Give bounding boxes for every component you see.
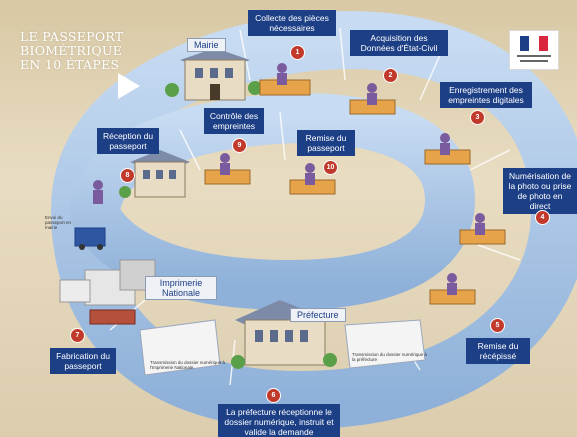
step-5-label: Remise du récépissé: [466, 338, 530, 364]
segment-divider: [179, 129, 201, 171]
step-5-badge: 5: [490, 318, 505, 333]
doc-caption-left: Transmission du dossier numérique à l'Im…: [150, 360, 225, 370]
play-arrow-icon: [118, 73, 140, 99]
diagram-title: LE PASSEPORT BIOMÉTRIQUE EN 10 ÉTAPES: [20, 30, 130, 72]
step-3-badge: 3: [470, 110, 485, 125]
mairie-building-bottom: [119, 150, 190, 198]
desk-stations: [204, 79, 506, 305]
step-8-badge: 8: [120, 168, 135, 183]
segment-divider: [339, 27, 346, 81]
step-7-label: Fabrication du passeport: [50, 348, 116, 374]
label-imprimerie: Imprimerie Nationale: [145, 276, 217, 300]
step-8-label: Réception du passeport: [97, 128, 159, 154]
doc-caption-right: Transmission du dossier numérique à la p…: [352, 352, 427, 362]
step-10-label: Remise du passeport: [297, 130, 355, 156]
prefecture-building: [231, 300, 337, 369]
step-6-label: La préfecture réceptionne le dossier num…: [218, 404, 340, 437]
segment-divider: [239, 29, 251, 81]
segment-divider: [477, 244, 521, 261]
step-9-label: Contrôle des empreintes: [204, 108, 264, 134]
title-line: LE PASSEPORT: [20, 29, 124, 44]
people: [93, 63, 485, 295]
step-6-badge: 6: [266, 388, 281, 403]
french-flag-icon: [520, 36, 548, 51]
step-9-badge: 9: [232, 138, 247, 153]
step-7-badge: 7: [70, 328, 85, 343]
segment-divider: [469, 149, 511, 171]
label-prefecture: Préfecture: [290, 308, 346, 322]
factory: [59, 259, 156, 325]
step-3-label: Enregistrement des empreintes digitales: [440, 82, 532, 108]
mairie-building-top: [165, 48, 262, 101]
van: [74, 227, 106, 250]
title-line: BIOMÉTRIQUE: [20, 43, 123, 58]
segment-divider: [279, 111, 286, 161]
label-mairie: Mairie: [187, 38, 226, 52]
step-4-badge: 4: [535, 210, 550, 225]
step-1-badge: 1: [290, 45, 305, 60]
government-logo: [509, 30, 559, 70]
document-sheets: [139, 319, 426, 376]
step-4-label: Numérisation de la photo ou prise de pho…: [503, 168, 577, 214]
van-caption: Envoi du passeport en mairie: [45, 215, 72, 230]
step-2-badge: 2: [383, 68, 398, 83]
title-line: EN 10 ÉTAPES: [20, 57, 120, 72]
step-1-label: Collecte des pièces nécessaires: [248, 10, 336, 36]
segment-divider: [419, 54, 441, 101]
step-10-badge: 10: [323, 160, 338, 175]
step-2-label: Acquisition des Données d'État-Civil: [350, 30, 448, 56]
